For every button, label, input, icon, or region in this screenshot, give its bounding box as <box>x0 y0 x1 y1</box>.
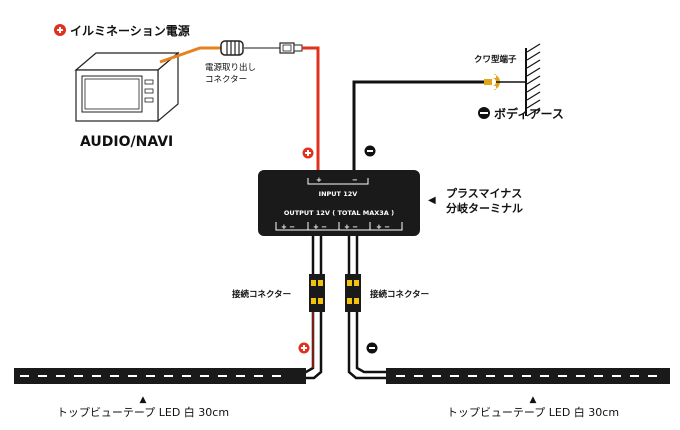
splitter-label-line1: プラスマイナス <box>446 186 522 200</box>
audio-navi-unit-icon <box>74 51 180 123</box>
kuwa-terminal-label: クワ型端子 <box>474 54 517 65</box>
plug-icon <box>279 42 303 54</box>
output-label: OUTPUT 12V ( TOTAL MAX3A ) <box>284 209 394 217</box>
power-connector-icon <box>220 40 244 56</box>
ground-wall-icon <box>525 43 541 117</box>
power-connector-label-line1: 電源取り出し <box>205 62 256 73</box>
output-2-polarity: + − <box>313 223 327 231</box>
output-4-polarity: + − <box>376 223 390 231</box>
arrow-up-icon: ▲ <box>140 395 147 405</box>
plus-badge-icon <box>54 24 66 36</box>
input-plus-label: + <box>316 176 322 184</box>
input-label: INPUT 12V <box>319 190 358 198</box>
input-minus-label: − <box>352 176 358 184</box>
arrow-up-icon: ▲ <box>530 395 537 405</box>
arrow-left-icon: ◀ <box>428 195 436 206</box>
minus-badge-icon <box>364 145 376 157</box>
splitter-label-line2: 分岐ターミナル <box>446 201 523 215</box>
plus-badge-icon <box>298 342 310 354</box>
connector-right-label: 接続コネクター <box>370 289 429 300</box>
body-ground-label: ボディアース <box>494 106 564 121</box>
left-led-strip <box>14 368 306 384</box>
output-3-polarity: + − <box>344 223 358 231</box>
left-connector-icon <box>309 274 325 312</box>
minus-badge-icon <box>478 107 490 119</box>
orange-wire <box>159 46 222 64</box>
connector-left-label: 接続コネクター <box>232 289 291 300</box>
plus-badge-icon <box>302 147 314 159</box>
output-1-polarity: + − <box>281 223 295 231</box>
led-right-label: トップビューテープ LED 白 30cm <box>447 405 619 419</box>
splitter-box <box>258 170 420 236</box>
right-led-strip <box>386 368 670 384</box>
illumination-power-label: イルミネーション電源 <box>70 23 190 38</box>
power-connector-label-line2: コネクター <box>205 75 247 85</box>
led-left-label: トップビューテープ LED 白 30cm <box>57 405 229 419</box>
negative-input-wire <box>352 80 486 174</box>
positive-input-wire <box>302 46 320 174</box>
minus-badge-icon <box>366 342 378 354</box>
audio-navi-label: AUDIO/NAVI <box>80 134 173 150</box>
right-connector-icon <box>345 274 361 312</box>
